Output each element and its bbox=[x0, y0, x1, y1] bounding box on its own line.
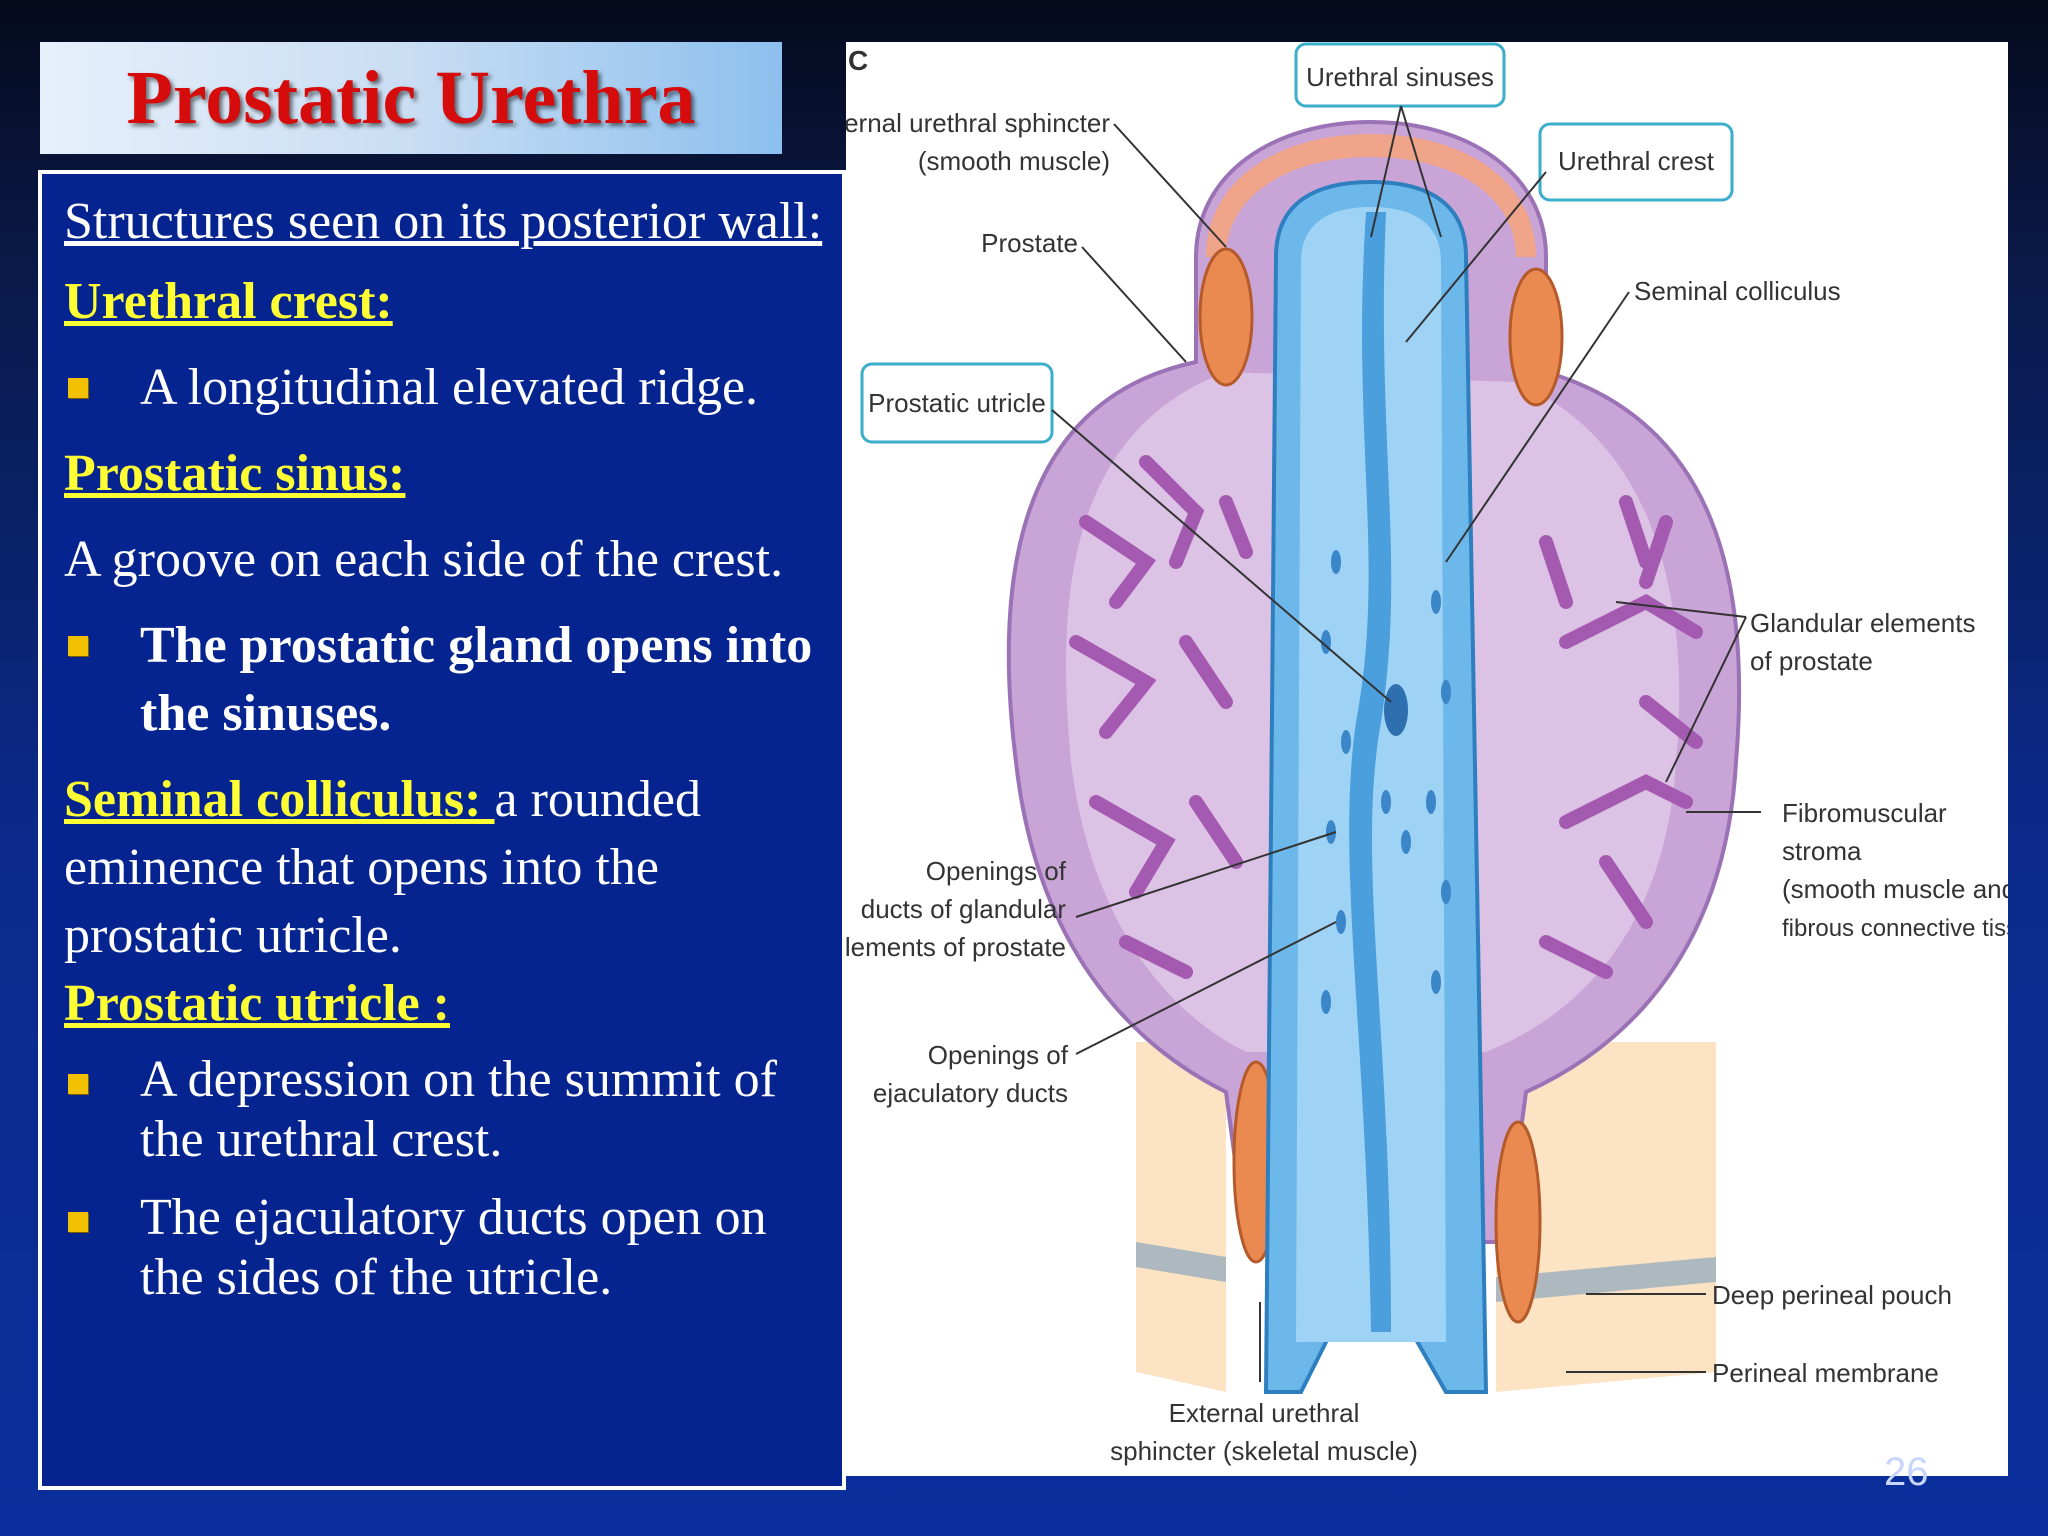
label-openings-glandular-3: elements of prostate bbox=[846, 932, 1066, 962]
utricle-heading: Prostatic utricle : bbox=[64, 975, 450, 1032]
glandular-elements-left bbox=[1069, 455, 1253, 979]
label-fibro-4: fibrous connective tissue) bbox=[1782, 915, 2008, 942]
label-openings-glandular-2: ducts of glandular bbox=[861, 894, 1067, 924]
internal-sphincter-band bbox=[1206, 134, 1536, 257]
label-internal-sphincter-1: Internal urethral sphincter bbox=[846, 108, 1110, 138]
external-sphincter-right bbox=[1494, 1120, 1542, 1324]
duct-openings bbox=[1321, 550, 1451, 1014]
label-openings-glandular-1: Openings of bbox=[926, 856, 1067, 886]
label-fibro-1: Fibromuscular bbox=[1782, 798, 1947, 828]
callout-urethral-crest bbox=[1538, 122, 1734, 202]
lower-tissue-left bbox=[1136, 1042, 1226, 1392]
internal-sphincter-left bbox=[1198, 247, 1254, 387]
label-glandular-1: Glandular elements bbox=[1750, 608, 1975, 638]
bullet-square-icon bbox=[68, 1212, 88, 1232]
slide-title: Prostatic Urethra bbox=[126, 55, 696, 140]
sinus-bullet-text: The prostatic gland opens into the sinus… bbox=[140, 617, 813, 742]
glandular-elements-right bbox=[1539, 495, 1703, 979]
callout-prostatic-utricle bbox=[860, 362, 1054, 444]
panel-letter: C bbox=[848, 45, 868, 76]
internal-sphincter-right bbox=[1508, 267, 1564, 407]
perineal-membrane-left bbox=[1136, 1242, 1226, 1282]
colliculus-text: a rounded eminence that opens into the p… bbox=[64, 771, 701, 964]
bullet-square-icon bbox=[68, 1074, 88, 1094]
prostatic-utricle-opening bbox=[1384, 684, 1408, 736]
utricle-bullet-1-text: A depression on the summit of the urethr… bbox=[140, 1051, 777, 1168]
utricle-bullet-2: The ejaculatory ducts open on the sides … bbox=[64, 1188, 824, 1308]
label-openings-ejac-1: Openings of bbox=[928, 1040, 1069, 1070]
bullet-square-icon bbox=[68, 636, 88, 656]
text-panel: Structures seen on its posterior wall: U… bbox=[38, 170, 846, 1490]
title-box: Prostatic Urethra bbox=[40, 42, 782, 154]
label-fibro-2: stroma bbox=[1782, 836, 1862, 866]
label-urethral-sinuses: Urethral sinuses bbox=[1306, 62, 1494, 92]
intro-text: Structures seen on its posterior wall: bbox=[64, 193, 823, 250]
crest-bullet: A longitudinal elevated ridge. bbox=[64, 354, 824, 422]
label-external-sphincter-2: sphincter (skeletal muscle) bbox=[1110, 1436, 1418, 1466]
label-urethral-crest: Urethral crest bbox=[1558, 146, 1715, 176]
diagram-svg: Urethral sinuses Urethral crest Prostati… bbox=[815, 42, 2048, 1466]
leader-lines bbox=[1051, 105, 1761, 1382]
colliculus-paragraph: Seminal colliculus: a rounded eminence t… bbox=[64, 766, 824, 970]
urethral-crest-ridge bbox=[1349, 212, 1392, 1332]
sinus-text: A groove on each side of the crest. bbox=[64, 531, 784, 588]
sinus-heading: Prostatic sinus: bbox=[64, 445, 406, 502]
label-glandular-2: of prostate bbox=[1750, 646, 1873, 676]
label-internal-sphincter-2: (smooth muscle) bbox=[918, 146, 1110, 176]
crest-heading: Urethral crest: bbox=[64, 273, 393, 330]
label-seminal-colliculus: Seminal colliculus bbox=[1634, 276, 1841, 306]
utricle-heading-row: Prostatic utricle : bbox=[64, 970, 824, 1038]
label-prostatic-utricle: Prostatic utricle bbox=[868, 388, 1046, 418]
utricle-bullet-2-text: The ejaculatory ducts open on the sides … bbox=[140, 1189, 767, 1306]
label-prostate: Prostate bbox=[981, 228, 1078, 258]
label-perineal-membrane: Perineal membrane bbox=[1712, 1358, 1939, 1388]
label-deep-perineal: Deep perineal pouch bbox=[1712, 1280, 1952, 1310]
label-openings-ejac-2: ejaculatory ducts bbox=[873, 1078, 1068, 1108]
bullet-square-icon bbox=[68, 378, 88, 398]
label-external-sphincter-1: External urethral bbox=[1169, 1398, 1360, 1428]
lower-tissue-right bbox=[1496, 1042, 1716, 1392]
prostate-diagram: Urethral sinuses Urethral crest Prostati… bbox=[815, 42, 2048, 1476]
label-fibro-3: (smooth muscle and bbox=[1782, 874, 2008, 904]
colliculus-heading: Seminal colliculus: bbox=[64, 771, 495, 828]
crest-bullet-text: A longitudinal elevated ridge. bbox=[140, 359, 759, 416]
page-number: 26 bbox=[1884, 1450, 1929, 1494]
perineal-membrane-right bbox=[1496, 1257, 1716, 1302]
utricle-bullet-1: A depression on the summit of the urethr… bbox=[64, 1050, 824, 1170]
sinus-bullet: The prostatic gland opens into the sinus… bbox=[64, 612, 824, 748]
